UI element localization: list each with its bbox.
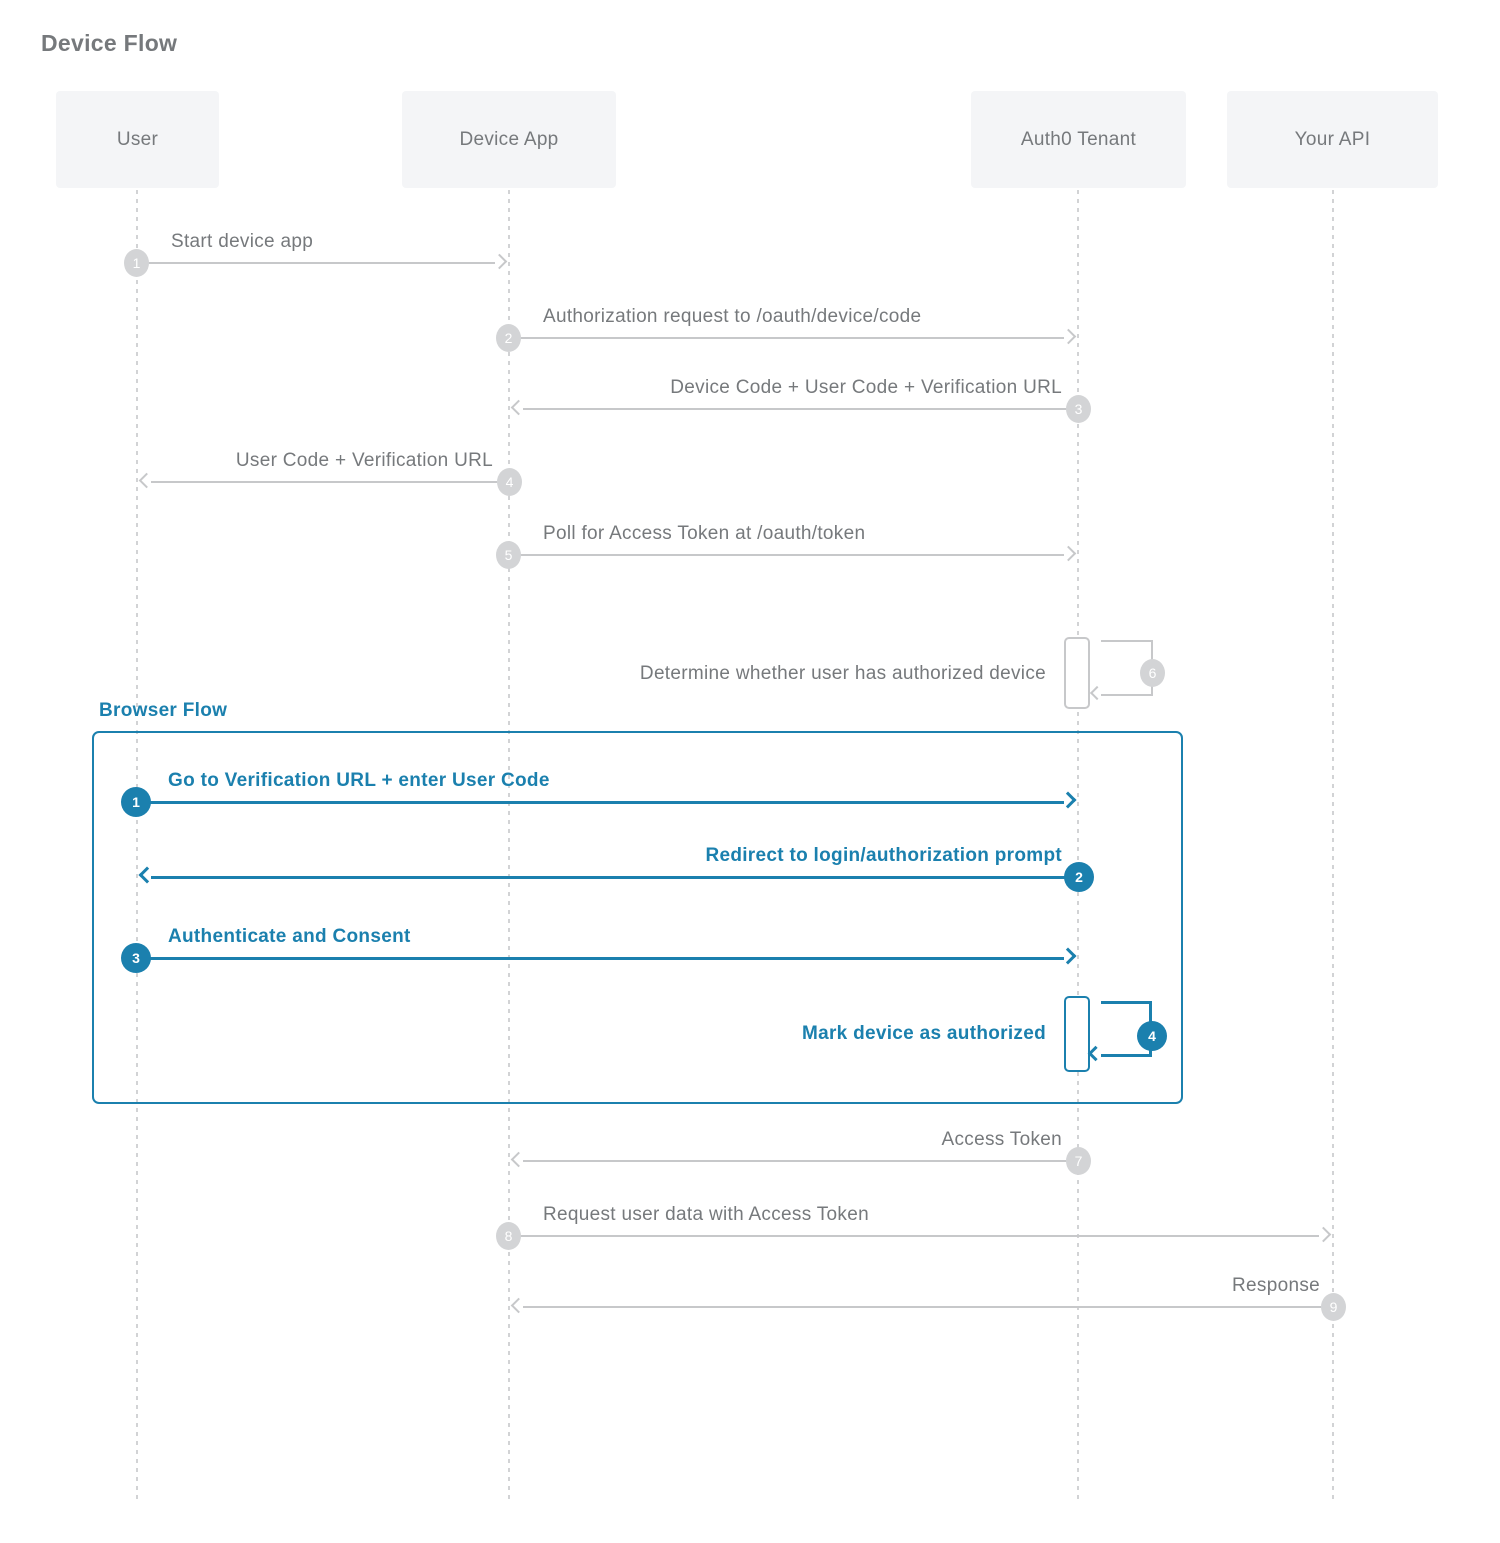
step-number-badge: 7: [1066, 1147, 1091, 1175]
step-number-badge: 3: [1066, 395, 1091, 423]
arrow-line: [509, 337, 1064, 339]
step-number-badge: 1: [121, 787, 151, 817]
activation-bar: [1064, 996, 1090, 1072]
step-number-badge: 9: [1321, 1293, 1346, 1321]
step-number-badge: 6: [1140, 659, 1165, 687]
arrow-line: [137, 262, 495, 264]
browser-flow-box: [92, 731, 1183, 1104]
message-label: Determine whether user has authorized de…: [639, 663, 1046, 684]
message-label: Request user data with Access Token: [543, 1204, 869, 1225]
arrow-line: [509, 1235, 1319, 1237]
step-number-badge: 5: [496, 541, 521, 569]
message-label: Redirect to login/authorization prompt: [705, 845, 1062, 866]
arrow-line: [137, 800, 1064, 804]
arrow-line: [523, 1160, 1078, 1162]
arrow-left-icon: [510, 1151, 527, 1168]
step-number-badge: 4: [497, 468, 522, 496]
arrow-left-icon: [510, 399, 527, 416]
activation-bar: [1064, 637, 1090, 709]
browser-flow-label: Browser Flow: [99, 700, 228, 721]
step-number-badge: 2: [1064, 862, 1094, 892]
lifeline-auth0-tenant: [1077, 190, 1079, 1502]
message-label: Device Code + User Code + Verification U…: [670, 377, 1062, 398]
actor-auth0-tenant: Auth0 Tenant: [971, 91, 1186, 188]
actor-user: User: [56, 91, 219, 188]
step-number-badge: 2: [496, 324, 521, 352]
arrow-right-icon: [491, 253, 508, 270]
arrow-right-icon: [1060, 545, 1077, 562]
actor-device-app: Device App: [402, 91, 616, 188]
step-number-badge: 4: [1137, 1021, 1167, 1051]
step-number-badge: 1: [124, 249, 149, 277]
message-label: Authorization request to /oauth/device/c…: [543, 306, 922, 327]
arrow-line: [509, 554, 1064, 556]
arrow-line: [523, 408, 1078, 410]
actor-your-api: Your API: [1227, 91, 1438, 188]
arrow-left-icon: [138, 472, 155, 489]
arrow-line: [151, 875, 1078, 879]
lifeline-device-app: [508, 190, 510, 1502]
message-label: Access Token: [941, 1129, 1062, 1150]
arrow-line: [151, 481, 509, 483]
message-label: Poll for Access Token at /oauth/token: [543, 523, 866, 544]
message-label: Response: [1232, 1275, 1320, 1296]
arrow-left-icon: [510, 1297, 527, 1314]
message-label: Go to Verification URL + enter User Code: [168, 770, 550, 791]
arrow-line: [523, 1306, 1333, 1308]
arrow-line: [137, 956, 1064, 960]
message-label: Authenticate and Consent: [168, 926, 411, 947]
lifeline-user: [136, 190, 138, 1502]
lifeline-your-api: [1332, 190, 1334, 1502]
arrow-right-icon: [1060, 328, 1077, 345]
step-number-badge: 3: [121, 943, 151, 973]
page-title: Device Flow: [41, 30, 178, 56]
message-label: Start device app: [171, 231, 314, 252]
message-label: User Code + Verification URL: [235, 450, 493, 471]
message-label: Mark device as authorized: [801, 1023, 1046, 1044]
arrow-right-icon: [1315, 1226, 1332, 1243]
step-number-badge: 8: [496, 1222, 521, 1250]
